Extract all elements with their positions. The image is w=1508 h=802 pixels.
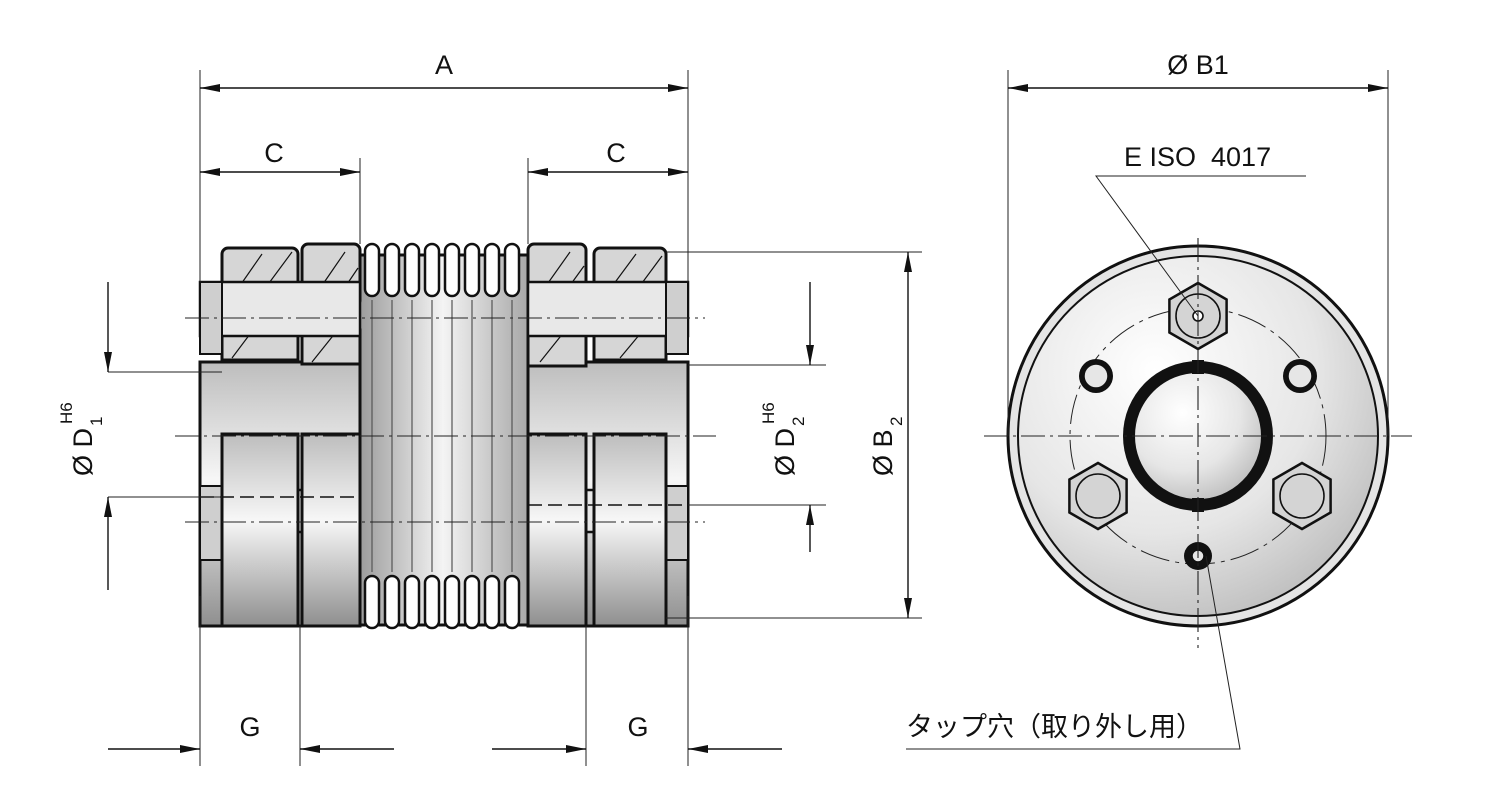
screw-leader xyxy=(1095,175,1306,317)
left-hub xyxy=(198,242,362,628)
label-b1: Ø B1 xyxy=(1167,50,1229,80)
bellows-ridge-bottom xyxy=(363,574,381,630)
label-d1-main: Ø D xyxy=(68,428,98,476)
bellows-ridge-top xyxy=(483,242,501,298)
bellows-ridge-top xyxy=(503,242,521,298)
counterbore-hole-inner xyxy=(1287,363,1313,389)
label-tap-hole: タップ穴（取り外し用） xyxy=(906,712,1203,742)
hex-bolt-washer xyxy=(1075,473,1121,519)
side-dimension-lines xyxy=(104,84,912,753)
bellows-ridge-top xyxy=(443,242,461,298)
bellows-ridge-bottom xyxy=(403,574,421,630)
label-d1: Ø D 1 H6 xyxy=(57,402,106,476)
label-b2: Ø B 2 xyxy=(868,417,906,476)
right-hub xyxy=(526,242,690,628)
label-d2-sup: H6 xyxy=(759,402,778,424)
label-a: A xyxy=(435,50,453,80)
label-d2-sub: 2 xyxy=(789,417,808,426)
label-g-left: G xyxy=(239,712,260,742)
label-c-left: C xyxy=(264,138,284,168)
hex-bolt-washer xyxy=(1279,473,1325,519)
bellows-ridge-top xyxy=(403,242,421,298)
bellows-ridge-bottom xyxy=(383,574,401,630)
label-d1-sub: 1 xyxy=(87,417,106,426)
label-screw: E ISO 4017 xyxy=(1124,142,1271,172)
front-view xyxy=(906,70,1412,750)
label-d2-main: Ø D xyxy=(770,428,800,476)
bellows-ridge-top xyxy=(363,242,381,298)
bellows-ridge-bottom xyxy=(503,574,521,630)
label-b2-sub: 2 xyxy=(887,417,906,426)
tap-leader xyxy=(906,555,1241,750)
bellows-ridge-bottom xyxy=(443,574,461,630)
bellows-ridge-bottom xyxy=(463,574,481,630)
bellows-ridge-top xyxy=(423,242,441,298)
label-d2: Ø D 2 H6 xyxy=(759,402,808,476)
side-view xyxy=(104,70,922,766)
label-c-right: C xyxy=(606,138,626,168)
bellows-ridge-top xyxy=(463,242,481,298)
dimension-labels: A C C G G Ø D 1 H6 Ø D 2 H6 Ø B 2 Ø B1 E… xyxy=(57,50,1271,742)
bellows-ridge-bottom xyxy=(423,574,441,630)
counterbore-hole-inner xyxy=(1083,363,1109,389)
bellows-ridge-top xyxy=(383,242,401,298)
label-b2-main: Ø B xyxy=(868,429,898,476)
label-d1-sup: H6 xyxy=(57,402,76,424)
bellows-ridge-bottom xyxy=(483,574,501,630)
label-g-right: G xyxy=(627,712,648,742)
